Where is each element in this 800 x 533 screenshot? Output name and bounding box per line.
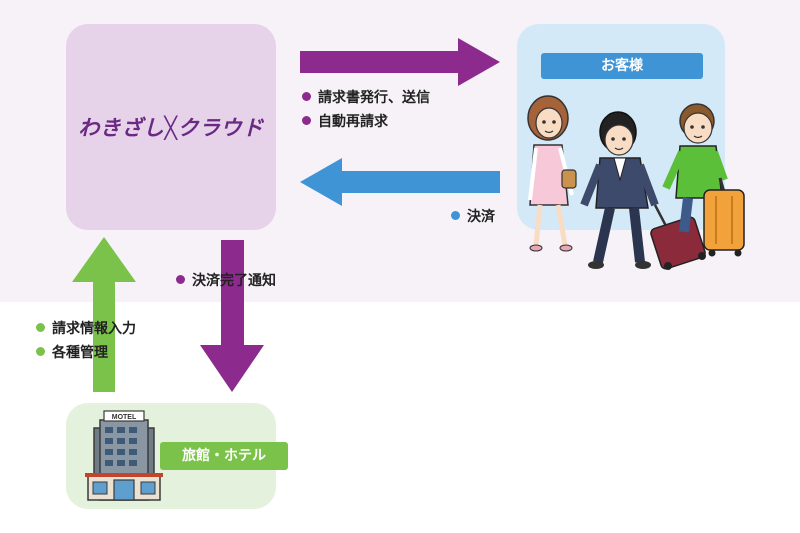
logo-main-text: わきざし — [78, 116, 165, 140]
flow-label-text: 各種管理 — [52, 345, 108, 361]
flow-label-payment: 決済 — [451, 206, 495, 226]
arrow-customer-to-service — [300, 158, 500, 206]
flow-label-text: 請求情報入力 — [52, 321, 136, 337]
woman-traveler-figure — [527, 95, 577, 252]
customer-tag: お客様 — [541, 53, 703, 79]
arrow-service-to-hotel — [200, 240, 264, 392]
hotel-building-icon: MOTEL — [85, 410, 163, 501]
flow-label-payment-notice: 決済完了通知 — [176, 270, 276, 290]
logo-tail-text: クラウド — [177, 116, 264, 140]
arrow-hotel-to-service — [72, 237, 136, 392]
flow-label-text: 請求書発行、送信 — [318, 90, 430, 106]
arrow-service-to-customer — [300, 38, 500, 86]
bullet-dot — [302, 92, 311, 101]
bullet-dot — [176, 275, 185, 284]
man-navy-traveler-figure — [580, 111, 659, 269]
flow-label-billing-input: 請求情報入力 — [36, 318, 136, 338]
flow-label-auto-rebill: 自動再請求 — [302, 111, 388, 131]
flow-label-text: 自動再請求 — [318, 114, 388, 130]
bullet-dot — [36, 323, 45, 332]
bullet-dot — [451, 211, 460, 220]
flow-label-management: 各種管理 — [36, 342, 108, 362]
hotel-sign-text: MOTEL — [112, 414, 137, 421]
service-logo: わきざし╳クラウド — [66, 112, 276, 142]
bullet-dot — [36, 347, 45, 356]
flow-label-text: 決済 — [467, 209, 495, 225]
service-box — [66, 24, 276, 230]
dark-red-suitcase-icon — [650, 204, 706, 270]
orange-suitcase-icon — [703, 177, 745, 257]
bullet-dot — [302, 116, 311, 125]
flow-label-text: 決済完了通知 — [192, 273, 276, 289]
flow-label-invoice: 請求書発行、送信 — [302, 87, 430, 107]
hotel-tag: 旅館・ホテル — [160, 442, 288, 470]
man-green-traveler-figure — [662, 103, 728, 233]
logo-mark: ╳ — [164, 116, 178, 140]
